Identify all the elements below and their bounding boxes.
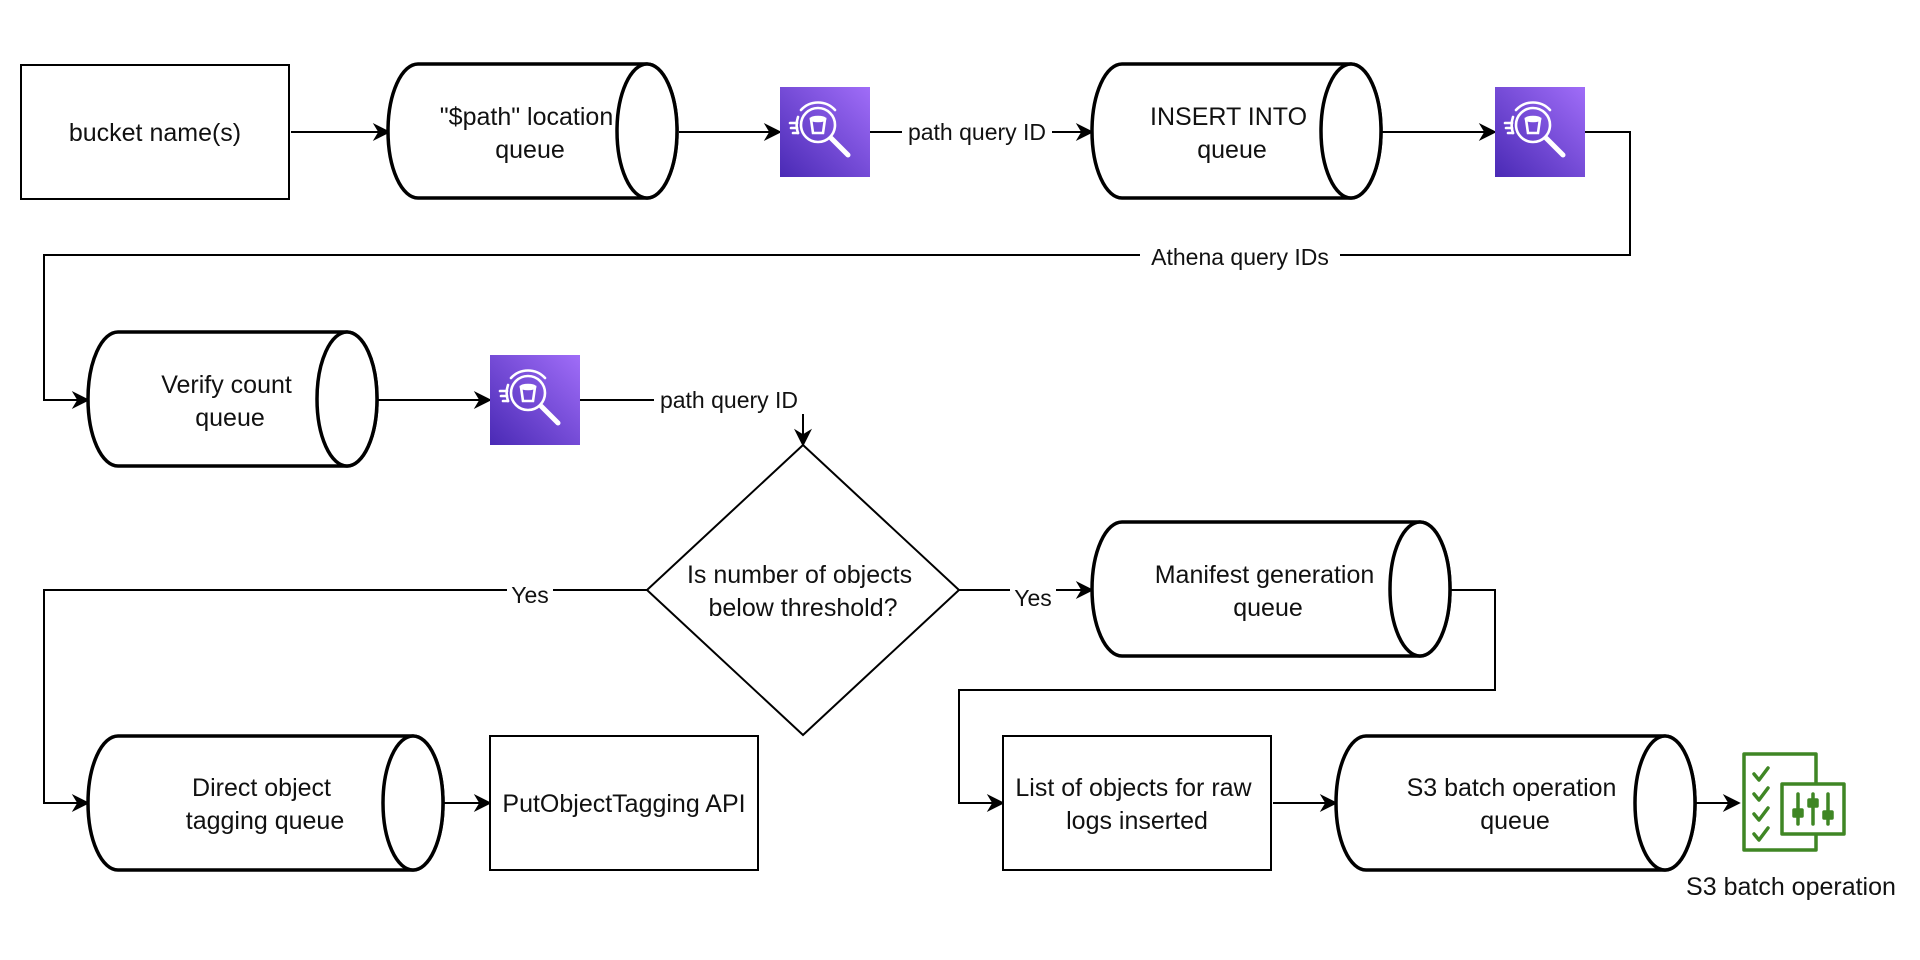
- edge-label-athena-query-ids: Athena query IDs: [1151, 244, 1329, 270]
- node-insert-into-queue-label: INSERT INTO queue: [1150, 103, 1314, 164]
- node-direct-object-tagging-queue-line-2: tagging queue: [186, 807, 344, 835]
- node-threshold-decision-line-1: Is number of objects: [687, 561, 912, 589]
- node-path-location-queue-line-2: queue: [495, 136, 565, 164]
- edge-athena-2-to-verify-queue: [43, 131, 1631, 409]
- athena-icon: [490, 355, 580, 445]
- edge-label-yes-right: Yes: [1014, 585, 1052, 611]
- node-path-location-queue: "$path" location queue: [386, 62, 679, 200]
- node-path-location-queue-label: "$path" location queue: [440, 103, 620, 164]
- node-direct-object-tagging-queue: Direct object tagging queue: [86, 734, 445, 872]
- node-verify-count-queue-line-2: queue: [195, 404, 265, 432]
- node-s3-batch-operation-queue-line-2: queue: [1480, 807, 1550, 835]
- node-manifest-generation-queue-line-1: Manifest generation: [1155, 561, 1375, 589]
- node-bucket-names: bucket name(s): [20, 64, 290, 200]
- athena-icon: [780, 87, 870, 177]
- node-threshold-decision: Is number of objects below threshold?: [645, 443, 961, 737]
- node-threshold-decision-line-2: below threshold?: [708, 594, 897, 622]
- s3-batch-operations-icon: [1742, 752, 1846, 852]
- node-list-of-objects-line-2: logs inserted: [1066, 807, 1208, 835]
- node-path-location-queue-line-1: "$path" location: [440, 103, 613, 131]
- node-verify-count-queue: Verify count queue: [86, 330, 379, 468]
- node-manifest-generation-queue-label: Manifest generation queue: [1155, 561, 1382, 622]
- node-insert-into-queue-line-2: queue: [1197, 136, 1267, 164]
- athena-icon: [1495, 87, 1585, 177]
- node-insert-into-queue-line-1: INSERT INTO: [1150, 103, 1307, 131]
- node-put-object-tagging-api: PutObjectTagging API: [489, 735, 759, 871]
- node-s3-batch-operation-queue: S3 batch operation queue: [1334, 734, 1697, 872]
- edge-decision-yes-to-direct-tagging: [43, 589, 647, 812]
- node-manifest-generation-queue-line-2: queue: [1233, 594, 1303, 622]
- edge-labels: path query ID Athena query IDs path quer…: [507, 118, 1340, 611]
- node-verify-count-queue-label: Verify count queue: [161, 371, 299, 432]
- node-s3-batch-operation-queue-line-1: S3 batch operation: [1407, 774, 1617, 802]
- node-list-of-objects-label: List of objects for raw logs inserted: [1015, 774, 1258, 835]
- node-put-object-tagging-api-label: PutObjectTagging API: [502, 790, 745, 818]
- s3-batch-operation-caption: S3 batch operation: [1686, 873, 1896, 901]
- node-list-of-objects: List of objects for raw logs inserted: [1002, 735, 1272, 871]
- node-verify-count-queue-line-1: Verify count: [161, 371, 292, 399]
- node-threshold-decision-label: Is number of objects below threshold?: [687, 561, 919, 622]
- edge-label-path-query-id-2: path query ID: [660, 387, 798, 413]
- node-bucket-names-label: bucket name(s): [69, 119, 241, 147]
- node-s3-batch-operation-queue-label: S3 batch operation queue: [1407, 774, 1624, 835]
- node-direct-object-tagging-queue-label: Direct object tagging queue: [186, 774, 344, 835]
- edge-label-path-query-id-1: path query ID: [908, 119, 1046, 145]
- node-insert-into-queue: INSERT INTO queue: [1090, 62, 1383, 200]
- node-direct-object-tagging-queue-line-1: Direct object: [192, 774, 331, 802]
- node-manifest-generation-queue: Manifest generation queue: [1090, 520, 1452, 658]
- edge-label-yes-left: Yes: [511, 582, 549, 608]
- node-list-of-objects-line-1: List of objects for raw: [1015, 774, 1252, 802]
- edge-manifest-to-list-objects: [958, 589, 1496, 812]
